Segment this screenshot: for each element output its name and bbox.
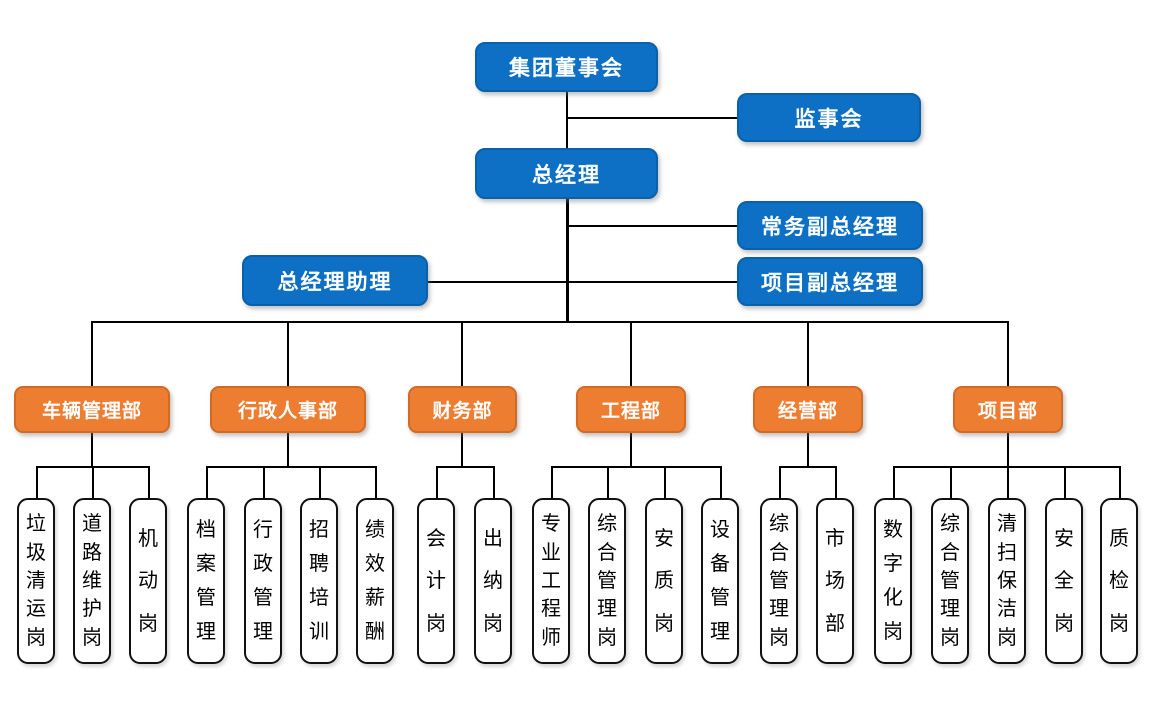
node-executive-deputy-gm[interactable]: 常务副总经理: [737, 201, 923, 250]
connector-line: [206, 466, 376, 468]
connector-line: [664, 466, 666, 498]
node-pos-cashier[interactable]: 出纳岗: [474, 498, 512, 664]
connector-line: [1007, 433, 1009, 468]
node-board[interactable]: 集团董事会: [475, 42, 658, 92]
node-pos-performance-pay[interactable]: 绩效薪酬: [356, 498, 394, 664]
connector-line: [566, 117, 738, 119]
node-general-manager[interactable]: 总经理: [475, 148, 658, 199]
node-dept-finance[interactable]: 财务部: [408, 386, 517, 433]
connector-line: [92, 466, 94, 498]
connector-line: [893, 466, 895, 498]
node-pos-accounting[interactable]: 会计岗: [417, 498, 455, 664]
node-pos-general-mgmt-proj[interactable]: 综合管理岗: [931, 498, 969, 664]
node-pos-professional-engineer[interactable]: 专业工程师: [532, 498, 570, 664]
connector-line: [493, 466, 495, 498]
connector-line: [91, 321, 93, 386]
connector-line: [807, 433, 809, 468]
connector-line: [287, 321, 289, 386]
connector-line: [1007, 321, 1009, 386]
node-dept-vehicle-mgmt[interactable]: 车辆管理部: [14, 386, 170, 433]
connector-line: [566, 198, 569, 322]
connector-line: [567, 225, 738, 227]
node-pos-road-maintenance[interactable]: 道路维护岗: [73, 498, 111, 664]
node-pos-digitalization[interactable]: 数字化岗: [874, 498, 912, 664]
node-pos-admin-mgmt[interactable]: 行政管理: [244, 498, 282, 664]
connector-line: [551, 466, 722, 468]
connector-line: [428, 281, 738, 283]
node-project-deputy-gm[interactable]: 项目副总经理: [737, 257, 923, 306]
connector-line: [263, 466, 265, 498]
connector-line: [630, 321, 632, 386]
node-pos-mobile[interactable]: 机动岗: [129, 498, 167, 664]
connector-line: [950, 466, 952, 498]
connector-line: [779, 466, 836, 468]
node-dept-operations[interactable]: 经营部: [753, 386, 863, 433]
connector-line: [551, 466, 553, 498]
connector-line: [148, 466, 150, 498]
connector-line: [287, 433, 289, 468]
connector-line: [1119, 466, 1121, 498]
connector-line: [807, 321, 809, 386]
connector-line: [436, 466, 438, 498]
connector-line: [375, 466, 377, 498]
node-dept-engineering[interactable]: 工程部: [576, 386, 686, 433]
connector-line: [779, 466, 781, 498]
connector-line: [1064, 466, 1066, 498]
node-dept-admin-hr[interactable]: 行政人事部: [210, 386, 366, 433]
connector-line: [436, 466, 494, 468]
connector-line: [36, 466, 38, 498]
node-pos-general-mgmt-ops[interactable]: 综合管理岗: [760, 498, 798, 664]
connector-line: [319, 466, 321, 498]
node-pos-safety-quality[interactable]: 安质岗: [645, 498, 683, 664]
node-pos-garbage-removal[interactable]: 垃圾清运岗: [17, 498, 55, 664]
connector-line: [91, 321, 1009, 323]
node-pos-general-mgmt-eng[interactable]: 综合管理岗: [588, 498, 626, 664]
connector-line: [720, 466, 722, 498]
connector-line: [607, 466, 609, 498]
node-dept-project[interactable]: 项目部: [953, 386, 1063, 433]
node-pos-equipment-mgmt[interactable]: 设备管理: [701, 498, 739, 664]
connector-line: [206, 466, 208, 498]
node-pos-quality-inspection[interactable]: 质检岗: [1100, 498, 1138, 664]
connector-line: [91, 433, 93, 468]
node-supervisory-board[interactable]: 监事会: [737, 93, 921, 142]
node-gm-assistant[interactable]: 总经理助理: [242, 255, 428, 306]
connector-line: [461, 433, 463, 468]
node-pos-market[interactable]: 市场部: [816, 498, 854, 664]
connector-line: [461, 321, 463, 386]
node-pos-archives-mgmt[interactable]: 档案管理: [187, 498, 225, 664]
connector-line: [835, 466, 837, 498]
node-pos-recruit-training[interactable]: 招聘培训: [300, 498, 338, 664]
node-pos-safety[interactable]: 安全岗: [1045, 498, 1083, 664]
connector-line: [566, 91, 568, 149]
connector-line: [630, 433, 632, 468]
connector-line: [1007, 466, 1009, 498]
node-pos-cleaning[interactable]: 清扫保洁岗: [988, 498, 1026, 664]
